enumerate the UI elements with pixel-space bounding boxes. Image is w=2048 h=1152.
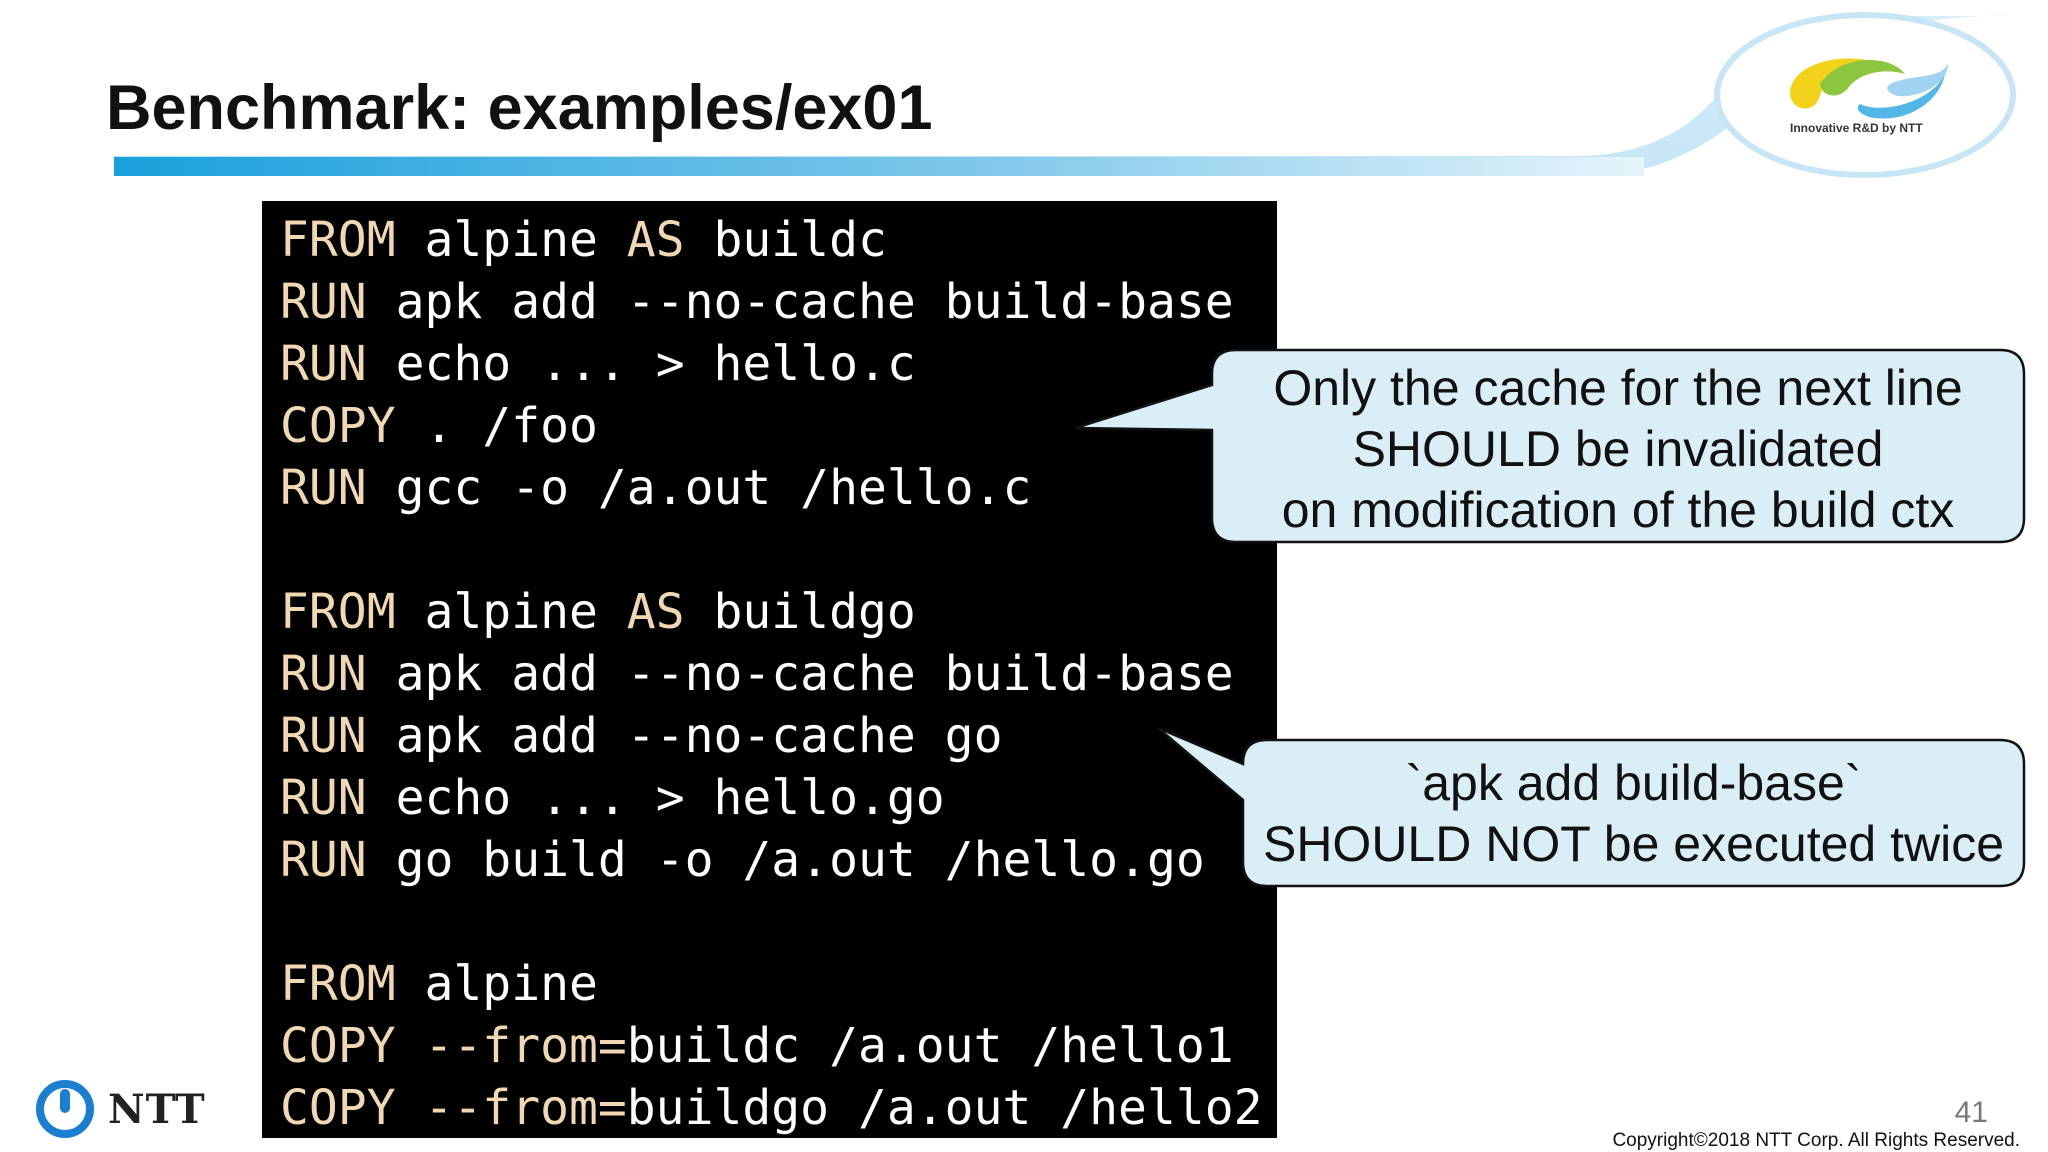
code-line: COPY . /foo [280, 398, 598, 454]
logo-tagline: Innovative R&D by NTT [1790, 121, 1923, 135]
callout-line: `apk add build-base` [1405, 755, 1862, 811]
code-line: FROM alpine AS buildgo [280, 584, 916, 640]
ntt-wordmark: NTT [108, 1085, 206, 1133]
code-line: RUN go build -o /a.out /hello.go [280, 832, 1205, 888]
code-line: FROM alpine [280, 956, 598, 1012]
copyright-notice: Copyright©2018 NTT Corp. All Rights Rese… [1612, 1130, 2020, 1151]
dockerfile-code-block: FROM alpine AS buildc RUN apk add --no-c… [262, 201, 1277, 1138]
callout-line: Only the cache for the next line [1273, 360, 1963, 416]
code-line: RUN echo ... > hello.c [280, 336, 916, 392]
cache-callout-text: Only the cache for the next line SHOULD … [1212, 358, 2024, 541]
code-line: RUN apk add --no-cache build-base [280, 274, 1234, 330]
code-line: RUN apk add --no-cache build-base [280, 646, 1234, 702]
apk-callout-text: `apk add build-base` SHOULD NOT be execu… [1243, 753, 2024, 875]
ntt-mark-icon [36, 1080, 94, 1138]
callout-line: SHOULD NOT be executed twice [1262, 816, 2005, 872]
code-blank-line [280, 519, 1277, 581]
code-line: RUN echo ... > hello.go [280, 770, 945, 826]
header-swoosh [114, 12, 2016, 178]
slide-title: Benchmark: examples/ex01 [106, 73, 933, 143]
ntt-logo: NTT [34, 1078, 206, 1140]
code-blank-line [280, 891, 1277, 953]
code-line: FROM alpine AS buildc [280, 212, 887, 268]
code-line: COPY --from=buildc /a.out /hello1 [280, 1018, 1234, 1074]
callout-line: SHOULD be invalidated [1352, 421, 1884, 477]
code-line: COPY --from=buildgo /a.out /hello2 [280, 1080, 1263, 1136]
innovative-logo-icon [1790, 58, 1948, 119]
code-line: RUN apk add --no-cache go [280, 708, 1003, 764]
callout-line: on modification of the build ctx [1281, 482, 1955, 538]
page-number: 41 [1954, 1096, 1988, 1129]
code-line: RUN gcc -o /a.out /hello.c [280, 460, 1032, 516]
